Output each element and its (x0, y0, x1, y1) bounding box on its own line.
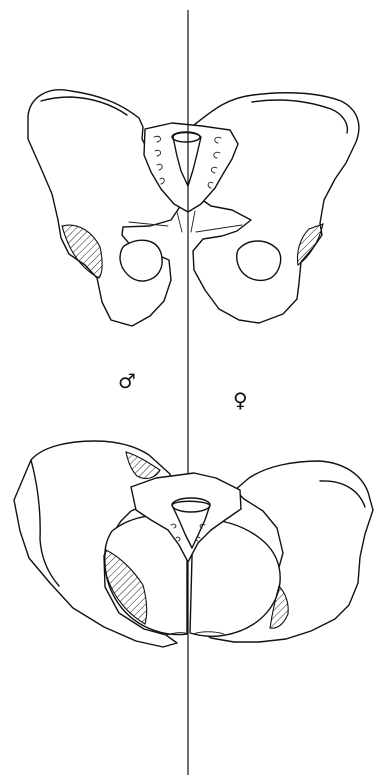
upper-right-ilium (193, 93, 359, 323)
upper-left-ilium (28, 90, 181, 326)
male-symbol: ♂ (118, 369, 136, 393)
lower-pelvis (14, 441, 373, 647)
upper-pelvis (28, 90, 359, 326)
female-symbol: ♀ (233, 388, 248, 412)
